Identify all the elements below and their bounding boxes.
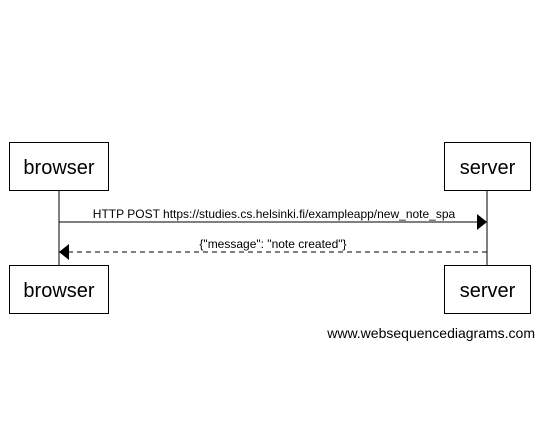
participant-label: browser [23, 280, 94, 302]
participant-box [444, 265, 531, 314]
participant-box [444, 142, 531, 191]
participant-box [9, 142, 109, 191]
message-response: {"message": "note created"} [59, 237, 487, 260]
participant-server-top: server [444, 142, 531, 191]
participant-box [9, 265, 109, 314]
message-request: HTTP POST https://studies.cs.helsinki.fi… [59, 207, 487, 230]
watermark-text: www.websequencediagrams.com [326, 325, 535, 341]
arrowhead-left-icon [59, 244, 69, 260]
message-label: HTTP POST https://studies.cs.helsinki.fi… [93, 207, 456, 221]
participant-server-bottom: server [444, 265, 531, 314]
arrowhead-right-icon [477, 214, 487, 230]
participant-browser-bottom: browser [9, 265, 109, 314]
participant-label: server [460, 280, 516, 302]
message-label: {"message": "note created"} [199, 237, 346, 251]
participant-label: server [460, 157, 516, 179]
participant-label: browser [23, 157, 94, 179]
participant-browser-top: browser [9, 142, 109, 191]
